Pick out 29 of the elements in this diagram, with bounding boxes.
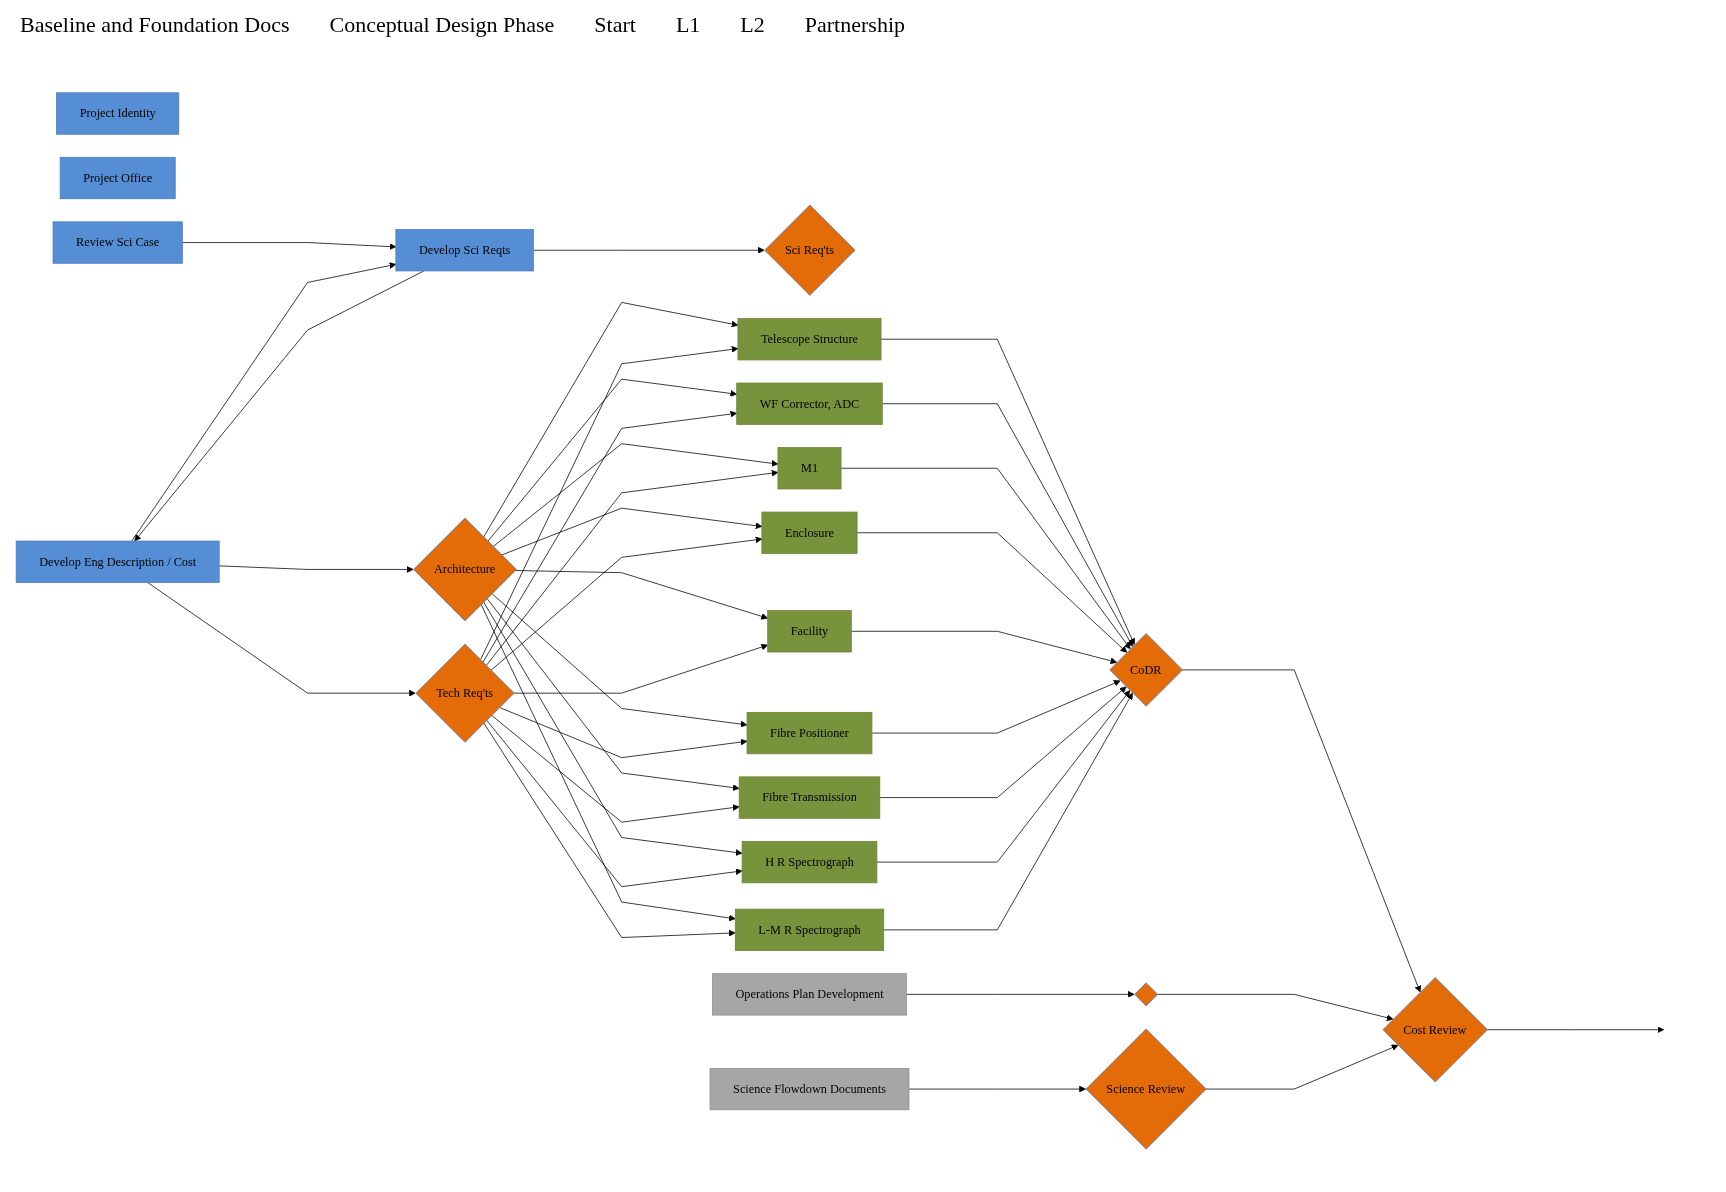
node-diamond bbox=[1134, 982, 1159, 1007]
phase-label: Conceptual Design Phase bbox=[329, 12, 555, 38]
phase-label: Start bbox=[594, 12, 636, 38]
node-box: M1 bbox=[777, 447, 842, 490]
node-box: Review Sci Case bbox=[52, 221, 183, 264]
node-diamond: CoDR bbox=[1109, 633, 1183, 707]
node-box: Science Flowdown Documents bbox=[709, 1067, 910, 1111]
phase-label: Partnership bbox=[804, 12, 905, 38]
node-diamond: Cost Review bbox=[1382, 977, 1488, 1083]
node-diamond: Architecture bbox=[413, 517, 517, 622]
phase-label: L2 bbox=[740, 12, 765, 38]
node-box: WF Corrector, ADC bbox=[736, 382, 883, 425]
node-box: L-M R Spectrograph bbox=[734, 908, 885, 951]
node-box: Project Identity bbox=[56, 92, 180, 135]
node-box: Fibre Transmission bbox=[738, 776, 881, 819]
node-box: Fibre Positioner bbox=[746, 711, 873, 755]
node-diamond: Sci Req'ts bbox=[764, 204, 856, 296]
node-diamond: Science Review bbox=[1085, 1028, 1207, 1150]
phase-label: Baseline and Foundation Docs bbox=[20, 12, 290, 38]
node-box: Enclosure bbox=[761, 511, 858, 554]
node-box: H R Spectrograph bbox=[741, 840, 878, 884]
node-box: Develop Eng Description / Cost bbox=[15, 540, 220, 583]
node-box: Operations Plan Development bbox=[712, 973, 907, 1016]
node-box: Develop Sci Reqts bbox=[395, 229, 534, 272]
phase-label: L1 bbox=[675, 12, 701, 38]
node-box: Telescope Structure bbox=[737, 318, 882, 361]
node-box: Facility bbox=[767, 610, 852, 653]
node-box: Project Office bbox=[59, 156, 176, 200]
node-diamond: Tech Req'ts bbox=[415, 643, 515, 743]
